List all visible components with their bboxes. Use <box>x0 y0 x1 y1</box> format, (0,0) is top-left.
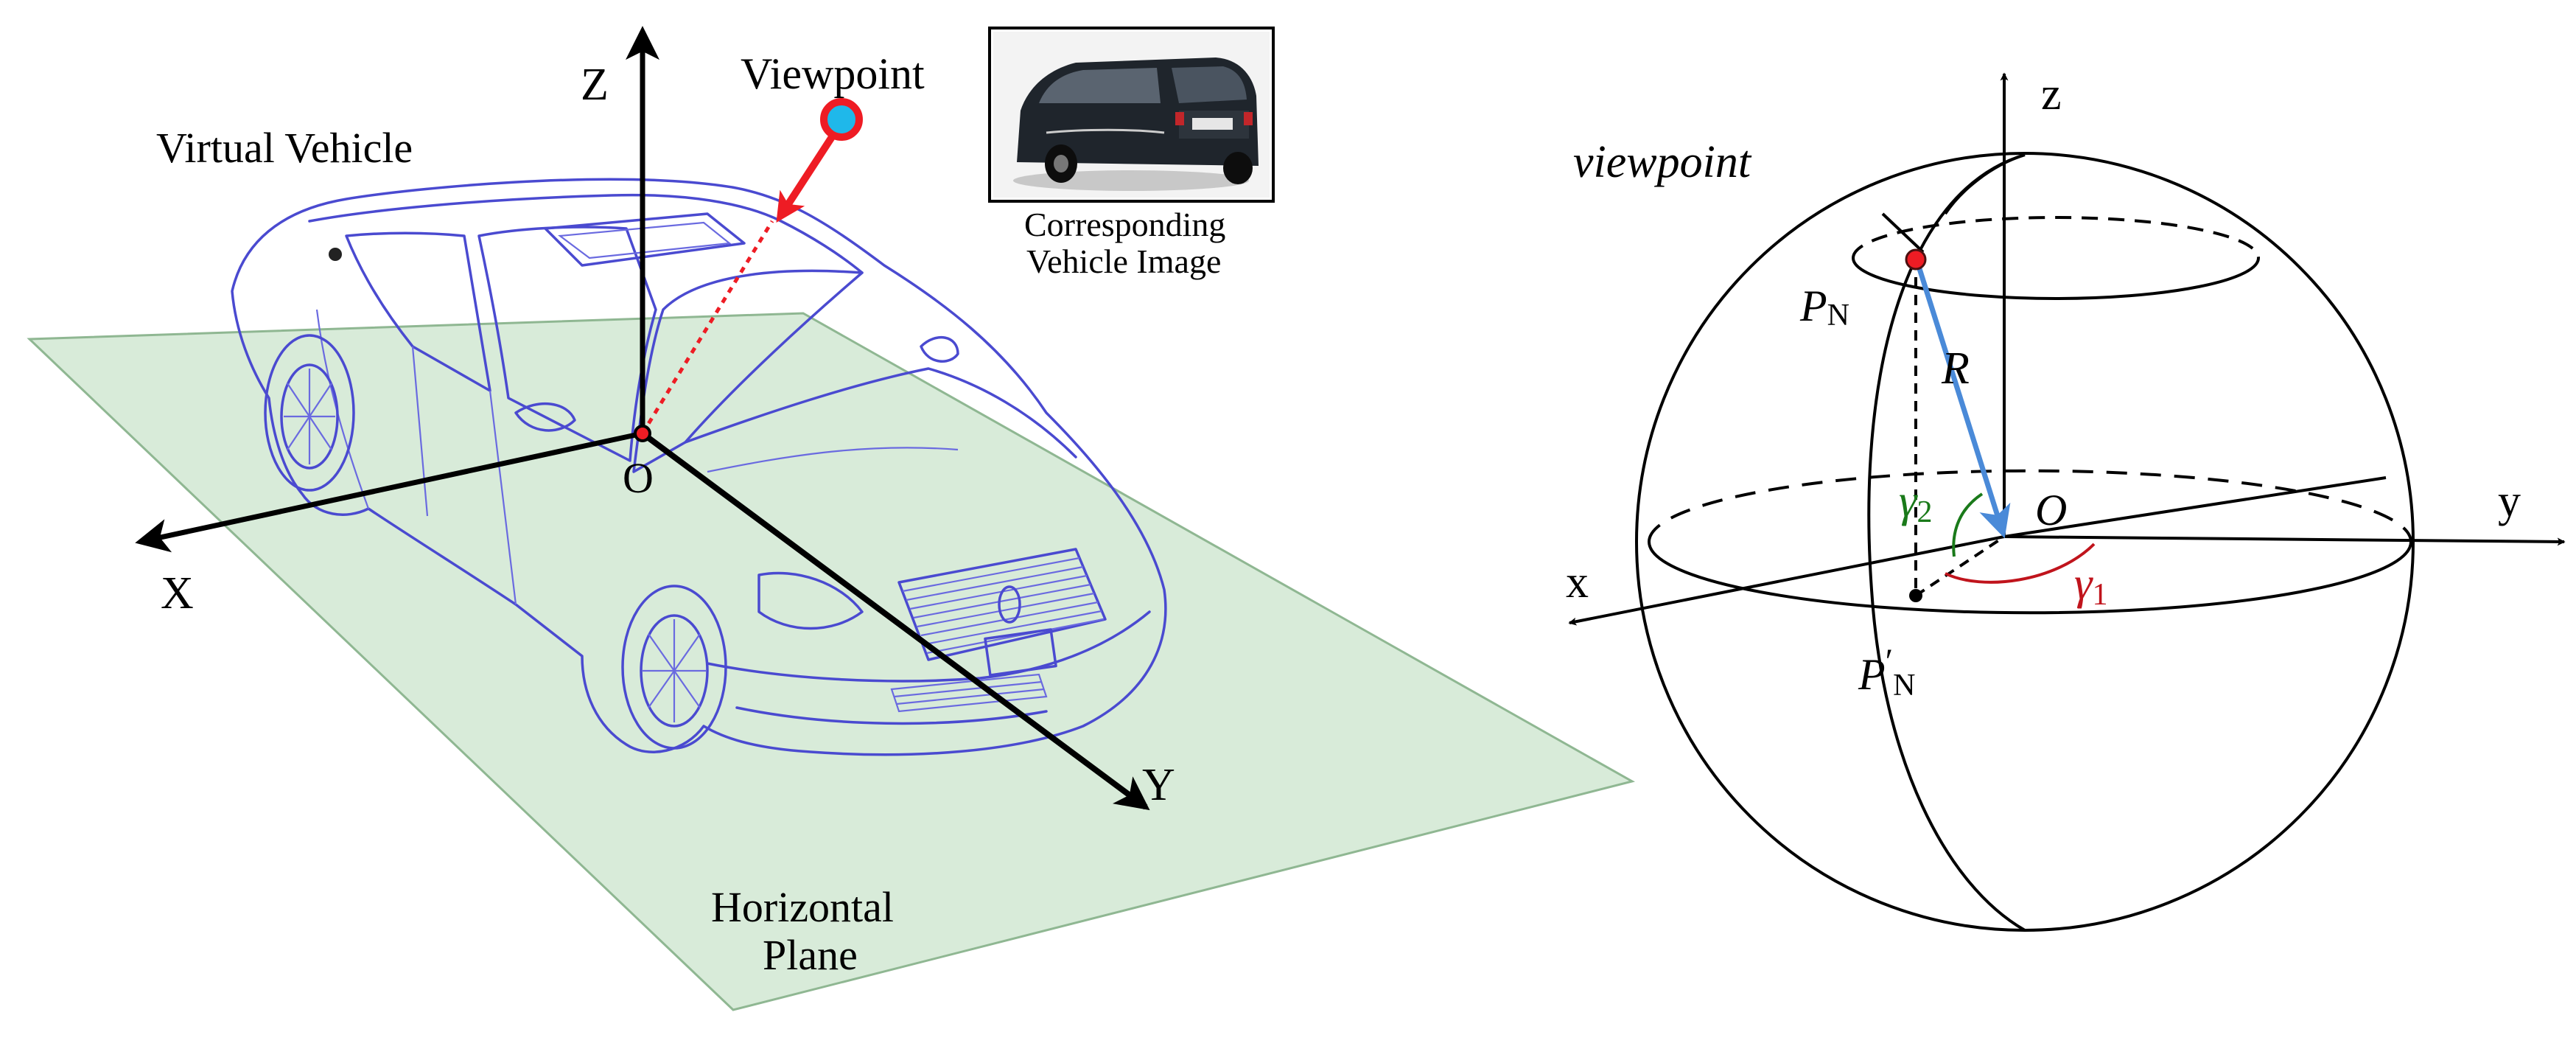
axis-z-label-right: z <box>2041 69 2062 119</box>
point-pn-projection-label: P′N <box>1858 642 1916 702</box>
gamma2-label: γ2 <box>1899 476 1932 529</box>
projection-to-origin <box>1914 535 2006 597</box>
viewpoint-pointer <box>1881 212 1925 254</box>
inset-caption-1: Corresponding <box>1024 206 1225 243</box>
origin-label-right: O <box>2035 486 2067 534</box>
car-hood <box>684 367 1077 459</box>
car-license-plate <box>984 628 1057 677</box>
inset-caption-2: Vehicle Image <box>1026 243 1221 280</box>
point-pn-label: PN <box>1799 282 1849 332</box>
car-door-lines <box>315 309 517 605</box>
car-sunroof-inner <box>558 221 732 259</box>
axis-x-label-right: x <box>1566 557 1589 607</box>
viewpoint-label: Viewpoint <box>741 49 925 98</box>
axis-y-label-right: y <box>2498 476 2521 526</box>
car-right-mirror <box>920 335 959 363</box>
y-axis-extension <box>2003 476 2387 538</box>
latitude-front <box>1852 257 2260 300</box>
car-antenna-dot <box>329 248 342 261</box>
point-pn <box>1905 248 1927 271</box>
horizontal-plane-label-2: Plane <box>763 931 858 979</box>
car-rear-wheel <box>264 334 355 492</box>
viewpoint-marker <box>820 98 863 141</box>
gamma2-arc <box>1952 492 1984 557</box>
meridian-upper <box>1944 153 2026 215</box>
x-axis-right <box>1568 535 2005 626</box>
axis-x-label: X <box>161 568 194 618</box>
car-rear-window <box>345 231 491 392</box>
viewpoint-label-right: viewpoint <box>1573 137 1752 187</box>
horizontal-plane-label-1: Horizontal <box>711 883 894 931</box>
meridian <box>1867 153 2026 932</box>
x-axis-left <box>135 430 643 553</box>
origin-point-left <box>634 425 651 442</box>
y-axis-right <box>2003 535 2566 546</box>
gamma1-label: γ1 <box>2074 559 2107 612</box>
latitude-back <box>1852 216 2260 259</box>
viewpoint-arrow <box>776 125 842 223</box>
origin-label-left: O <box>623 454 654 502</box>
y-axis-left <box>640 430 1150 811</box>
car-lower-bumper <box>735 706 1048 725</box>
sphere-outline <box>1635 152 2415 932</box>
car-grille <box>897 548 1107 661</box>
axis-y-label: Y <box>1142 760 1175 810</box>
left-panel: Virtual Vehicle Viewpoint Z X Y O Horizo… <box>27 26 1635 1011</box>
car-roof <box>308 193 864 274</box>
axis-z-label: Z <box>581 60 609 110</box>
car-headlight <box>757 571 864 630</box>
equator-back <box>1648 469 2412 543</box>
equator-front <box>1648 541 2412 615</box>
virtual-vehicle-label: Virtual Vehicle <box>156 124 413 172</box>
inset-vehicle-image <box>988 27 1275 203</box>
car-mirror <box>514 402 576 432</box>
car-front-wheel <box>621 585 727 750</box>
right-panel: viewpoint z y x O R PN P′N γ2 γ1 <box>1566 69 2566 932</box>
car-sunroof <box>544 212 746 267</box>
gamma1-arc <box>1945 543 2096 584</box>
virtual-vehicle-drawing <box>231 178 1167 756</box>
radius-label: R <box>1941 344 1970 394</box>
car-hood-crease <box>707 447 959 473</box>
inset-photo <box>993 32 1270 198</box>
car-lower-grille <box>890 673 1048 713</box>
car-bumper <box>706 610 1151 683</box>
point-pn-projection <box>1909 589 1922 602</box>
horizontal-plane <box>27 312 1635 1011</box>
radius-vector <box>1914 260 2011 539</box>
